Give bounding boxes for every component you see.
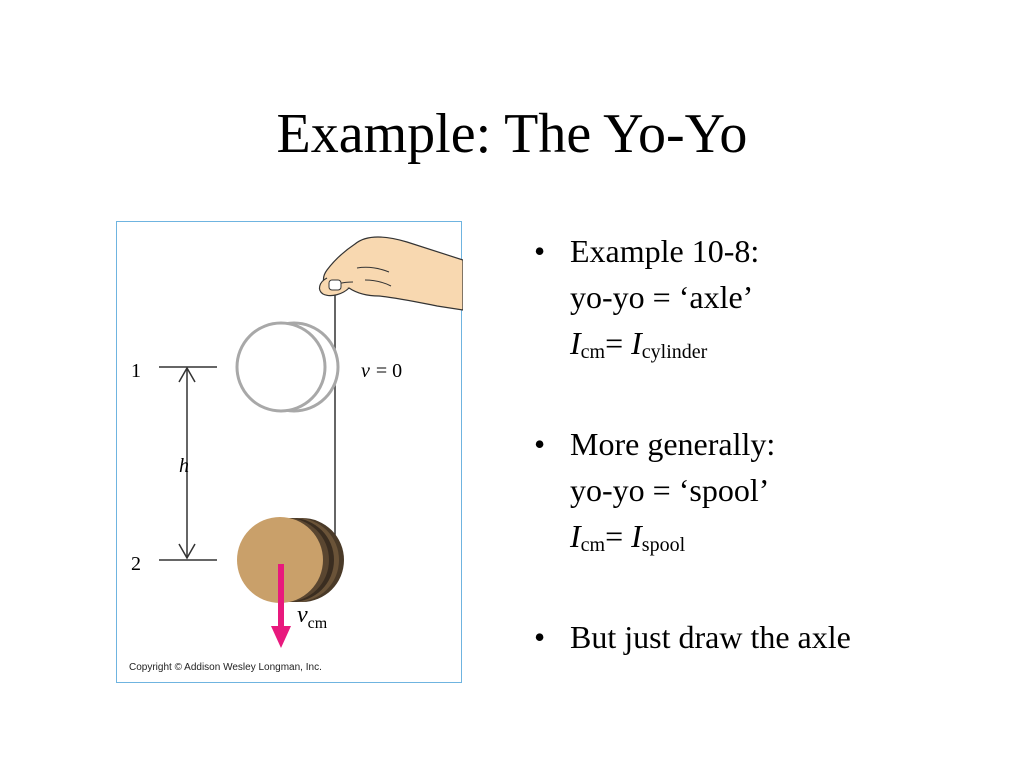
eq-var: I — [631, 325, 642, 361]
bullet-equation: Icm= Icylinder — [570, 320, 1014, 375]
bullet-line: yo-yo = ‘axle’ — [570, 279, 754, 315]
bullet-line: Example 10-8: — [570, 233, 760, 269]
eq-var: I — [631, 518, 642, 554]
eq-sub: cylinder — [641, 341, 708, 363]
bullet-line: yo-yo = ‘spool’ — [570, 472, 770, 508]
bullet-dot: • — [534, 233, 546, 269]
label-vcm-sub: cm — [308, 615, 328, 632]
bullet-dot: • — [534, 426, 546, 462]
velocity-arrow-icon — [271, 564, 291, 648]
bullet-line: More generally: — [570, 426, 776, 462]
eq-sub: cm — [580, 534, 606, 556]
bullet-line: But just draw the axle — [570, 619, 851, 655]
label-v-zero-var: v — [361, 360, 370, 382]
label-height: h — [179, 455, 189, 477]
bullet-list: • Example 10-8: yo-yo = ‘axle’ Icm= Icyl… — [534, 228, 1014, 660]
yoyo-figure: 1 2 h v= 0 vcm Copyright © Addison Wesle… — [116, 221, 463, 683]
label-position-1: 1 — [131, 360, 141, 382]
label-v-zero-eq: = 0 — [376, 360, 402, 382]
hand-icon — [318, 236, 463, 311]
yoyo-ring-icon — [235, 321, 340, 413]
height-arrow-icon — [178, 366, 196, 560]
label-v-zero: v = 0 — [361, 360, 402, 382]
yoyo-disk-icon — [237, 517, 344, 603]
copyright-text: Copyright © Addison Wesley Longman, Inc. — [129, 662, 322, 673]
label-vcm-var: v — [297, 602, 308, 628]
label-vcm: vcm — [297, 602, 328, 632]
yoyo-diagram: 1 2 h v= 0 vcm — [131, 236, 463, 648]
eq-equals: = — [605, 325, 632, 361]
eq-var: I — [570, 518, 581, 554]
bullet-item: • But just draw the axle — [534, 614, 1014, 660]
label-position-2: 2 — [131, 553, 141, 575]
bullet-item: • More generally: yo-yo = ‘spool’ Icm= I… — [534, 421, 1014, 568]
bullet-dot: • — [534, 619, 546, 655]
eq-sub: cm — [580, 341, 606, 363]
slide-title: Example: The Yo-Yo — [276, 103, 748, 165]
eq-sub: spool — [641, 534, 686, 556]
bullet-equation: Icm= Ispool — [570, 513, 1014, 568]
eq-var: I — [570, 325, 581, 361]
bullet-item: • Example 10-8: yo-yo = ‘axle’ Icm= Icyl… — [534, 228, 1014, 375]
eq-equals: = — [605, 518, 632, 554]
